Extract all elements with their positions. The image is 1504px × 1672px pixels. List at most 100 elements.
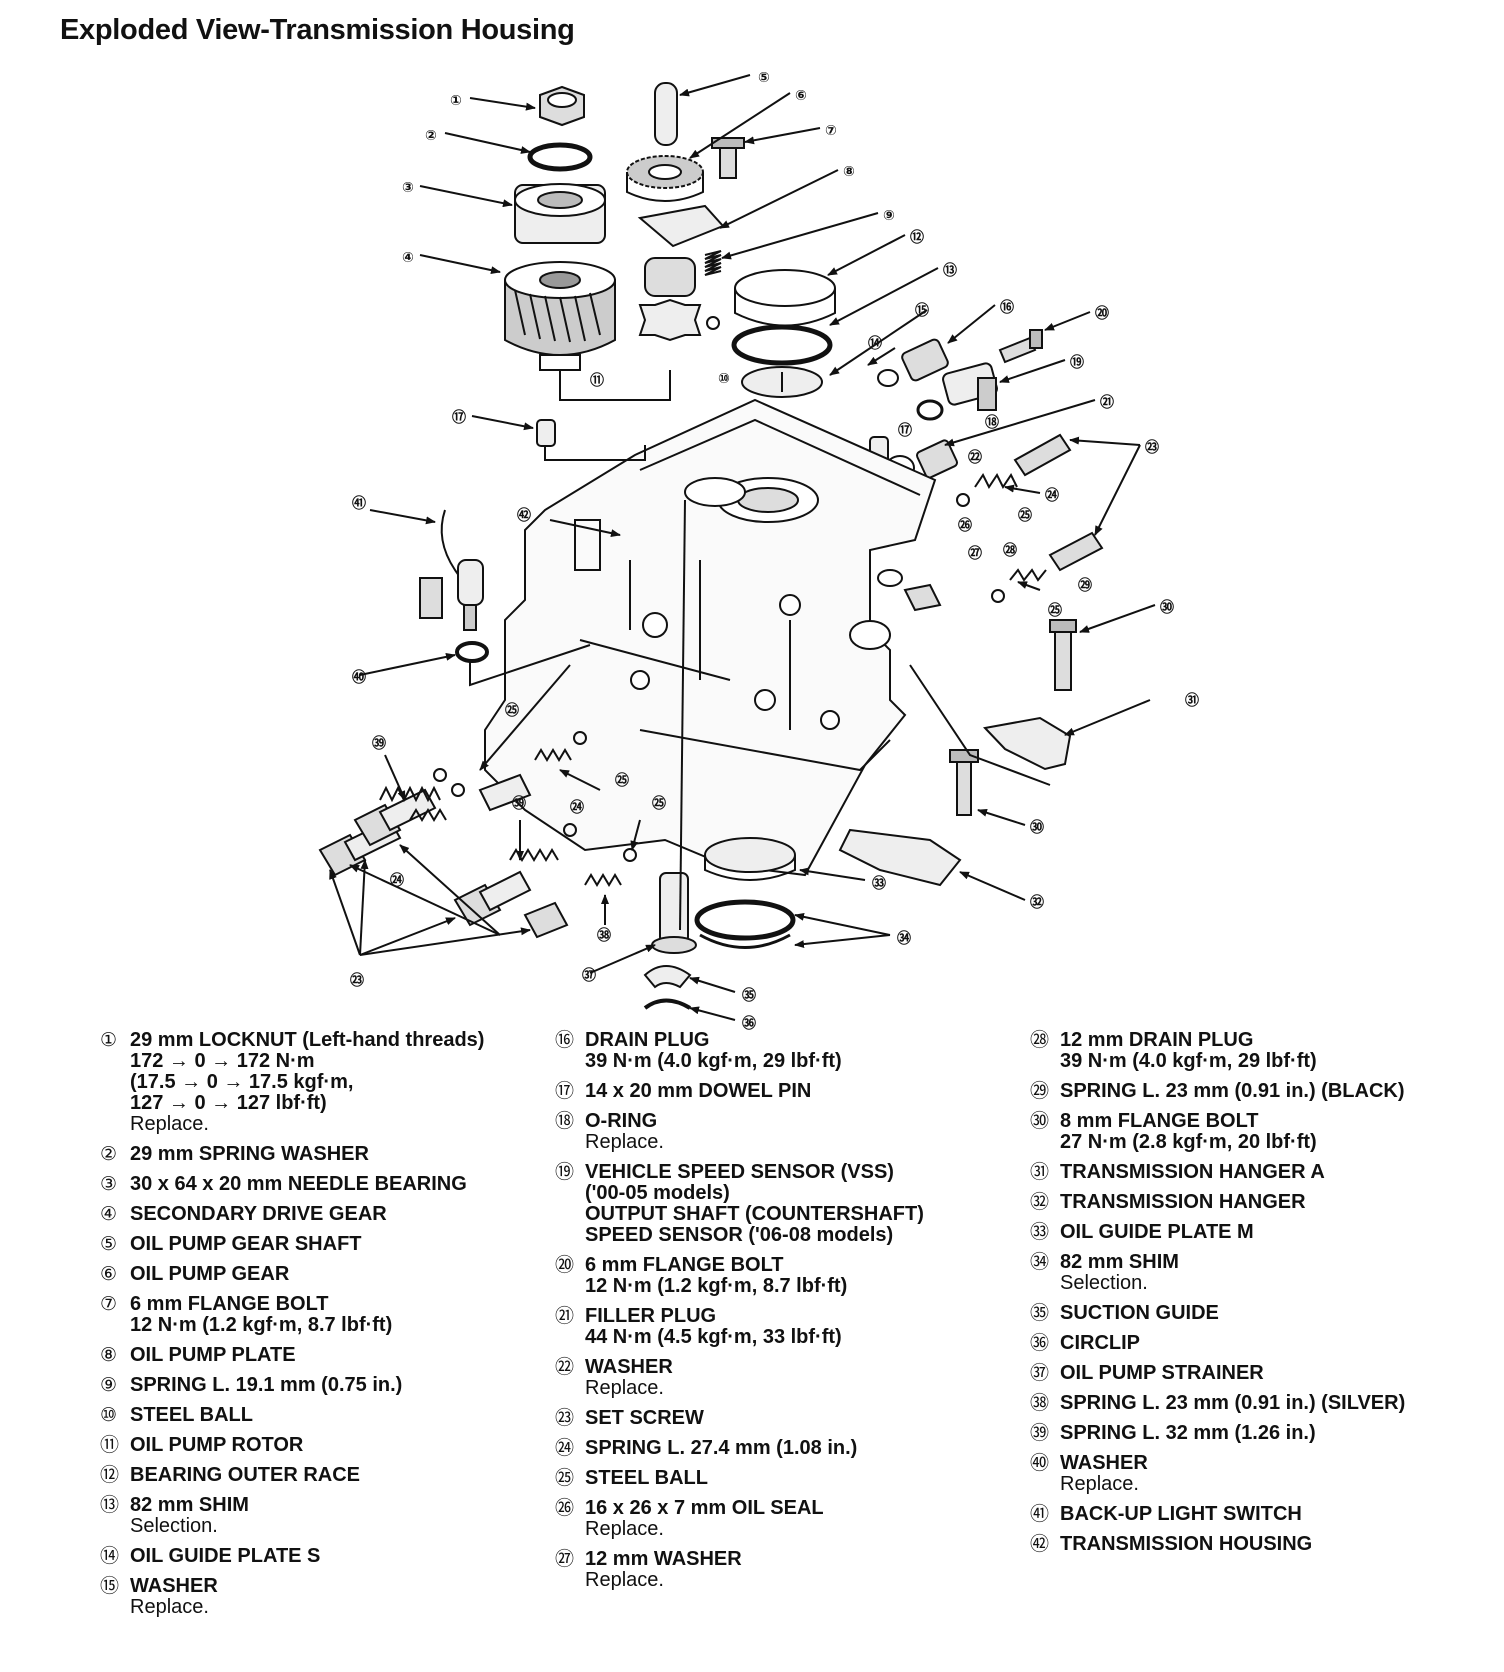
oil-pump-gear-shaft-part [654,82,678,146]
legend-item-text: SPRING L. 32 mm (1.26 in.) [1060,1423,1500,1444]
legend-item-number: ㉔ [555,1437,575,1459]
callout-18: ⑱ [985,414,999,431]
legend-item-line: STEEL BALL [585,1467,708,1489]
callout-24c: ㉔ [570,799,584,816]
legend-item-note: Replace. [585,1518,664,1540]
callout-15: ⑮ [915,302,929,319]
left-set-screws-part [318,773,569,939]
legend-item-number: ⑱ [555,1110,575,1132]
legend-item-number: ③ [100,1173,118,1195]
legend-item-line: 6 mm FLANGE BOLT [130,1293,329,1315]
legend-item-text: SPRING L. 23 mm (0.91 in.) (SILVER) [1060,1393,1500,1414]
legend-item-line: WASHER [585,1356,673,1378]
oil-pump-strainer-part [651,872,697,954]
callout-30a: ㉚ [1160,599,1174,616]
spring-9-part [704,250,722,276]
callout-11: ⑪ [590,372,604,389]
legend-item-line: 16 x 26 x 7 mm OIL SEAL [585,1497,824,1519]
legend-item-text: TRANSMISSION HANGER A [1060,1162,1500,1183]
legend-item-text: SPRING L. 27.4 mm (1.08 in.) [585,1438,1005,1459]
bearing-outer-race-part [734,269,836,327]
callout-41: ㊶ [352,495,366,512]
oil-pump-plate-part [637,204,725,248]
callout-labels: ① ② ③ ④ ⑤ ⑥ ⑦ ⑧ ⑨ ⑩ ⑪ ⑫ ⑬ ⑭ ⑮ ⑯ ⑰ ⑰ ⑱ ⑲ … [350,70,1199,1030]
callout-37: ㊲ [582,967,596,984]
callout-19: ⑲ [1070,354,1084,371]
legend-item-note: Replace. [585,1131,664,1153]
callout-25d: ㉕ [615,772,629,789]
oil-pump-gear-part [626,155,704,202]
legend-item-text: OIL PUMP STRAINER [1060,1363,1500,1384]
legend-item-line: DRAIN PLUG [585,1029,710,1051]
leader-line-3 [469,644,591,687]
legend-item-line: (17.5 → 0 → 17.5 kgf·m, [130,1071,354,1093]
legend-item-number: ⑬ [100,1494,120,1516]
legend-item-number: ㉞ [1030,1251,1050,1273]
legend-item-line: TRANSMISSION HANGER A [1060,1161,1325,1183]
legend-item-text: TRANSMISSION HOUSING [1060,1534,1500,1555]
legend-item-text: STEEL BALL [130,1405,540,1426]
callout-1: ① [450,93,462,109]
back-up-light-switch-part [419,509,484,631]
legend-item-line: SPRING L. 27.4 mm (1.08 in.) [585,1437,858,1459]
shim-34-part [694,899,796,941]
callout-40: ㊵ [352,669,366,686]
exploded-view-diagram: ① ② ③ ④ ⑤ ⑥ ⑦ ⑧ ⑨ ⑩ ⑪ ⑫ ⑬ ⑭ ⑮ ⑯ ⑰ ⑰ ⑱ ⑲ … [318,70,1199,1030]
legend-item-line: OIL PUMP ROTOR [130,1434,304,1456]
flange-bolt-7-part [711,137,745,179]
legend-item-number: ⑮ [100,1575,120,1597]
drain-plug-15-part [901,338,949,382]
callout-36: ㊱ [742,1015,756,1030]
legend-item-text: 29 mm LOCKNUT (Left-hand threads)172 → 0… [130,1030,540,1135]
washer-40-part [455,641,489,663]
secondary-drive-gear-part [504,261,616,371]
legend-item-line: OIL PUMP STRAINER [1060,1362,1264,1384]
legend-item-number: ㉚ [1030,1110,1050,1132]
callout-25a: ㉕ [1018,507,1032,524]
callout-5: ⑤ [758,70,770,86]
legend-item: ③ 30 x 64 x 20 mm NEEDLE BEARING [100,1174,540,1195]
legend-item-text: BEARING OUTER RACE [130,1465,540,1486]
page-title: Exploded View-Transmission Housing [60,14,575,46]
callout-25b: ㉕ [1048,602,1062,619]
suction-guide-part [643,965,692,989]
callout-arrows [329,74,1156,1021]
callout-16: ⑯ [1000,299,1014,316]
callout-3: ③ [402,180,414,196]
legend-item-note: Replace. [1060,1473,1139,1495]
legend-item-line: 44 N·m (4.5 kgf·m, 33 lbf·ft) [585,1326,842,1348]
legend-item-number: ㉛ [1030,1161,1050,1183]
legend-item-text: OIL PUMP GEAR [130,1264,540,1285]
legend-item-text: 30 x 64 x 20 mm NEEDLE BEARING [130,1174,540,1195]
legend-item-line: FILLER PLUG [585,1305,717,1327]
legend-item: ㉛ TRANSMISSION HANGER A [1030,1162,1500,1183]
legend-item-note: Replace. [130,1113,209,1135]
legend-item-number: ⑳ [555,1254,575,1276]
leader-line-2 [544,445,646,461]
legend-item-line: WASHER [1060,1452,1148,1474]
legend-item-text: TRANSMISSION HANGER [1060,1192,1500,1213]
legend-item-line: 127 → 0 → 127 lbf·ft) [130,1092,327,1114]
callout-26: ㉖ [958,517,972,534]
callout-13: ⑬ [943,262,957,279]
left-steel-balls-part [433,731,637,862]
